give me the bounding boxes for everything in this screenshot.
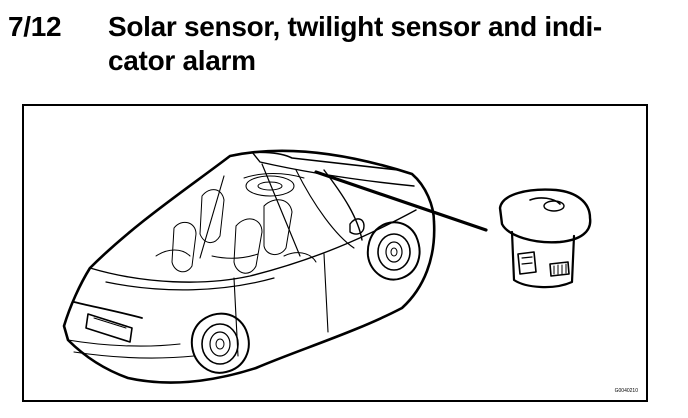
side-mirror <box>349 218 365 235</box>
figure-code: G0040210 <box>614 388 638 394</box>
section-title: Solar sensor, twilight sensor and indi- … <box>108 10 683 78</box>
car-interior <box>155 173 317 274</box>
section-title-line-2: cator alarm <box>108 45 256 76</box>
solar-sensor-detail <box>498 188 592 289</box>
car-rear-wheel <box>190 312 250 374</box>
car-front-wheel <box>366 221 421 281</box>
section-title-line-1: Solar sensor, twilight sensor and indi- <box>108 11 602 42</box>
pointer-line <box>314 170 488 232</box>
car-trunk-and-plate <box>73 301 143 343</box>
figure-frame: G0040210 <box>22 104 648 402</box>
section-number: 7/12 <box>8 11 62 42</box>
car-illustration <box>62 149 592 384</box>
